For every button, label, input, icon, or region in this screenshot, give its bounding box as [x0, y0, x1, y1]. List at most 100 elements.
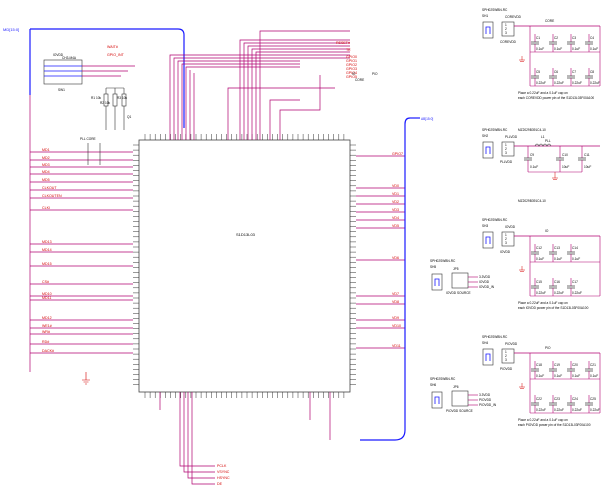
bus-md — [29, 28, 185, 128]
cap-ref: C22 — [536, 397, 542, 401]
bus-label-md: MD[15:0] — [3, 27, 19, 32]
header-pin: 2 — [505, 237, 507, 241]
switch-part: CH3-M4A — [62, 56, 77, 60]
source-sh: SH5 — [430, 265, 436, 269]
cap-ref: C12 — [536, 246, 542, 250]
power-blocks: SPH02SWBN-RCSH1123COREVDDCOREVDDCOREC10.… — [482, 8, 601, 427]
top-net-label: TE — [346, 48, 351, 52]
left-net-label: CLKOUT — [42, 186, 57, 190]
flag-io: IO — [352, 72, 356, 76]
source-option: 3.3VDD — [479, 393, 491, 397]
right-net-label: VD1 — [392, 192, 399, 196]
cap-value: 0.22uF — [536, 81, 546, 85]
source-jumper-symbol — [431, 273, 443, 291]
header-symbol — [501, 141, 515, 157]
bottom-net-label: DE — [217, 482, 223, 486]
power-block: SPH02SWBN-RCSH4123PIOVDDPIOVDDPIOC180.1u… — [482, 335, 601, 427]
cap-value: 0.22uF — [590, 408, 600, 412]
jumper-link — [485, 146, 491, 154]
left-net-label: CS# — [42, 280, 49, 284]
left-net-label: MD15 — [42, 262, 52, 266]
cap-value: 0.1uF — [536, 257, 544, 261]
jumper-part: SPH02SWBN-RC — [482, 218, 508, 222]
chip-body — [138, 139, 351, 393]
jumper-ref: SH2 — [482, 134, 488, 138]
ground-symbol — [552, 172, 558, 180]
ground-symbol — [519, 56, 525, 62]
left-net-label: MD13 — [42, 240, 52, 244]
ground-symbol — [519, 266, 525, 272]
source-jp: JP5 — [453, 267, 459, 271]
cap-value: 0.22uF — [554, 81, 564, 85]
right-net-label: VD7 — [392, 292, 399, 296]
cap-value: 0.22uF — [572, 408, 582, 412]
left-net-label: MD12 — [42, 316, 52, 320]
top-wires — [169, 30, 350, 140]
cap-value: 0.1uF — [572, 257, 580, 261]
bottom-net-label: HSYNC — [217, 476, 230, 480]
top-net-label: WAIT# — [107, 45, 118, 49]
reset-switch-block: IOVDD CH3-M4A SW1 R1 10k R2 10k R3 10k Q… — [29, 53, 135, 385]
cap-ref: C10 — [562, 153, 568, 157]
header-pin: 1 — [505, 350, 507, 354]
source-header — [451, 390, 469, 407]
left-net-label: MD5 — [42, 178, 50, 182]
left-labels: MD1MD2MD3MD4MD5CLKOUTCLKOUTENCLKIMD13MD1… — [42, 148, 62, 353]
top-net-label: GPIO_INT — [107, 53, 125, 57]
source-sh: SH6 — [430, 383, 436, 387]
resistor-r2: R2 10k — [100, 101, 111, 105]
top-net-label: GPIO1 — [346, 59, 357, 63]
left-net-label: DACK# — [42, 349, 54, 353]
cap-value: 0.1uF — [590, 374, 598, 378]
right-net-label: VD0 — [392, 184, 399, 188]
bus-ab — [360, 117, 420, 441]
right-net-label: VD11 — [392, 344, 401, 348]
header-symbol — [501, 21, 515, 37]
header-pin: 2 — [505, 354, 507, 358]
bottom-labels: PCLK VSYNC HSYNC DE — [217, 464, 230, 486]
jumper-part: SPH02SWBN-RC — [482, 8, 508, 12]
cap-value: 0.22uF — [572, 291, 582, 295]
bus-label-ab: AB[15:0] — [421, 117, 433, 121]
rail-top: PLLVDD — [505, 135, 518, 139]
cap-ref: C16 — [554, 280, 560, 284]
rail-top: IOVDD — [505, 225, 516, 229]
left-net-label: CLKI — [42, 206, 50, 210]
cap-ref: C1 — [536, 36, 540, 40]
bottom-net-label: PCLK — [217, 464, 227, 468]
header-pin: 2 — [505, 27, 507, 31]
source-jumper-link — [434, 396, 440, 404]
bottom-net-label: VSYNC — [217, 470, 230, 474]
right-net-label: VD6 — [392, 256, 399, 260]
switch-sw1 — [43, 59, 83, 85]
source-jumper-part: SPH02SWBN-RC — [430, 377, 456, 381]
block-note: Place a 0.22uF and a 0.1uF cap on — [518, 91, 568, 95]
header-pin: 1 — [505, 23, 507, 27]
cap-value: 0.22uF — [554, 408, 564, 412]
cap-ref: C17 — [572, 280, 578, 284]
cap-ref: C24 — [572, 397, 578, 401]
right-net-label: VD5 — [392, 224, 399, 228]
source-label: PIOVDD SOURCE — [446, 409, 473, 413]
jumper-link — [485, 353, 491, 361]
top-net-label: GPIO2 — [346, 63, 357, 67]
ferrite-part: MZ2029B391C4-10 — [518, 128, 546, 132]
jumper-ref: SH1 — [482, 14, 488, 18]
top-labels: RESET#TEGPIO0GPIO1GPIO2GPIO3GPIO4GPIO5WA… — [107, 41, 357, 79]
top-net-label: GPIO0 — [346, 55, 357, 59]
block-note: Place a 0.22uF and a 0.1uF cap on — [518, 418, 568, 422]
header-pin: 3 — [505, 31, 507, 35]
cap-ref: C8 — [590, 70, 594, 74]
header-symbol — [501, 348, 515, 364]
cap-ref: C11 — [584, 153, 590, 157]
top-net-label: GPIO4 — [346, 71, 357, 75]
cap-ref: C23 — [554, 397, 560, 401]
power-block: SPH02SWBN-RCSH2123PLLVDDPLLVDDPLLMZ2029B… — [482, 128, 600, 203]
cap-ref: C18 — [536, 363, 542, 367]
cap-value: 0.22uF — [554, 291, 564, 295]
pll-core-label: PLL CORE — [80, 137, 96, 141]
left-net-label: CLKOUTEN — [42, 194, 62, 198]
right-net-label: VD8 — [392, 300, 399, 304]
